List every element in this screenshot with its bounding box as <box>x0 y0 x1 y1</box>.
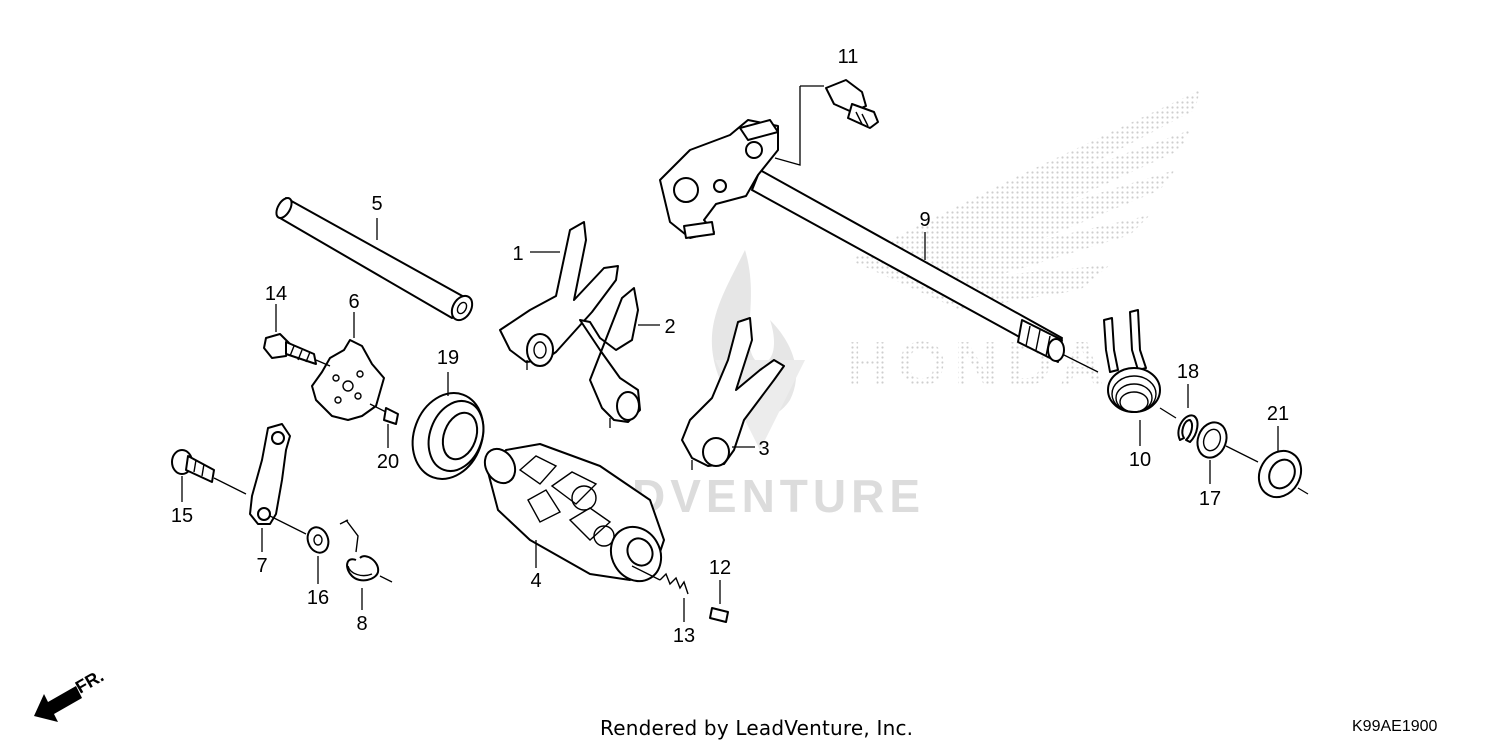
pin-12 <box>709 607 729 623</box>
shift-fork-1 <box>499 221 619 370</box>
callout-13: 13 <box>673 625 695 647</box>
callout-21: 21 <box>1267 403 1289 425</box>
return-spring-8 <box>339 519 393 583</box>
bolt-11 <box>825 79 879 129</box>
dowel-pin-20 <box>383 407 399 425</box>
shift-fork-shaft-5 <box>275 197 474 322</box>
callout-5: 5 <box>371 193 382 215</box>
washer-16 <box>306 526 330 554</box>
callout-2: 2 <box>664 316 675 338</box>
washer-17 <box>1196 421 1228 459</box>
adventure-watermark-text: DVENTURE <box>632 470 925 522</box>
shift-fork-2 <box>579 287 641 428</box>
callout-9: 9 <box>919 209 930 231</box>
footer-credit: Rendered by LeadVenture, Inc. <box>600 716 914 740</box>
stopper-arm-7 <box>249 423 291 525</box>
spring-13 <box>659 572 689 595</box>
front-arrow-icon: FR. <box>34 666 107 722</box>
callout-20: 20 <box>377 451 399 473</box>
callout-14: 14 <box>265 283 287 305</box>
callout-1: 1 <box>512 243 523 265</box>
shift-fork-3 <box>681 317 785 470</box>
svg-text:HONDA: HONDA <box>845 330 1112 399</box>
oil-seal-21 <box>1257 449 1303 499</box>
callout-16: 16 <box>307 587 329 609</box>
callout-17: 17 <box>1199 488 1221 510</box>
drum-center-6 <box>311 339 385 421</box>
shift-drum-4 <box>483 443 665 583</box>
circlip-18 <box>1177 414 1199 443</box>
gearshift-spindle-9 <box>659 119 1065 363</box>
bolt-14 <box>263 333 317 365</box>
callout-8: 8 <box>356 613 367 635</box>
callout-18: 18 <box>1177 361 1199 383</box>
diagram-code: K99AE1900 <box>1352 718 1438 735</box>
callout-3: 3 <box>758 438 769 460</box>
spring-10 <box>1103 309 1161 413</box>
bolt-15 <box>171 449 215 483</box>
callout-15: 15 <box>171 505 193 527</box>
callout-10: 10 <box>1129 449 1151 471</box>
callout-6: 6 <box>348 291 359 313</box>
callout-4: 4 <box>530 570 541 592</box>
callout-11: 11 <box>838 46 859 68</box>
bearing-19 <box>411 392 485 480</box>
callout-19: 19 <box>437 347 459 369</box>
callout-7: 7 <box>256 555 267 577</box>
callout-12: 12 <box>709 557 731 579</box>
brand-wing-watermark: HONDA <box>845 90 1200 399</box>
